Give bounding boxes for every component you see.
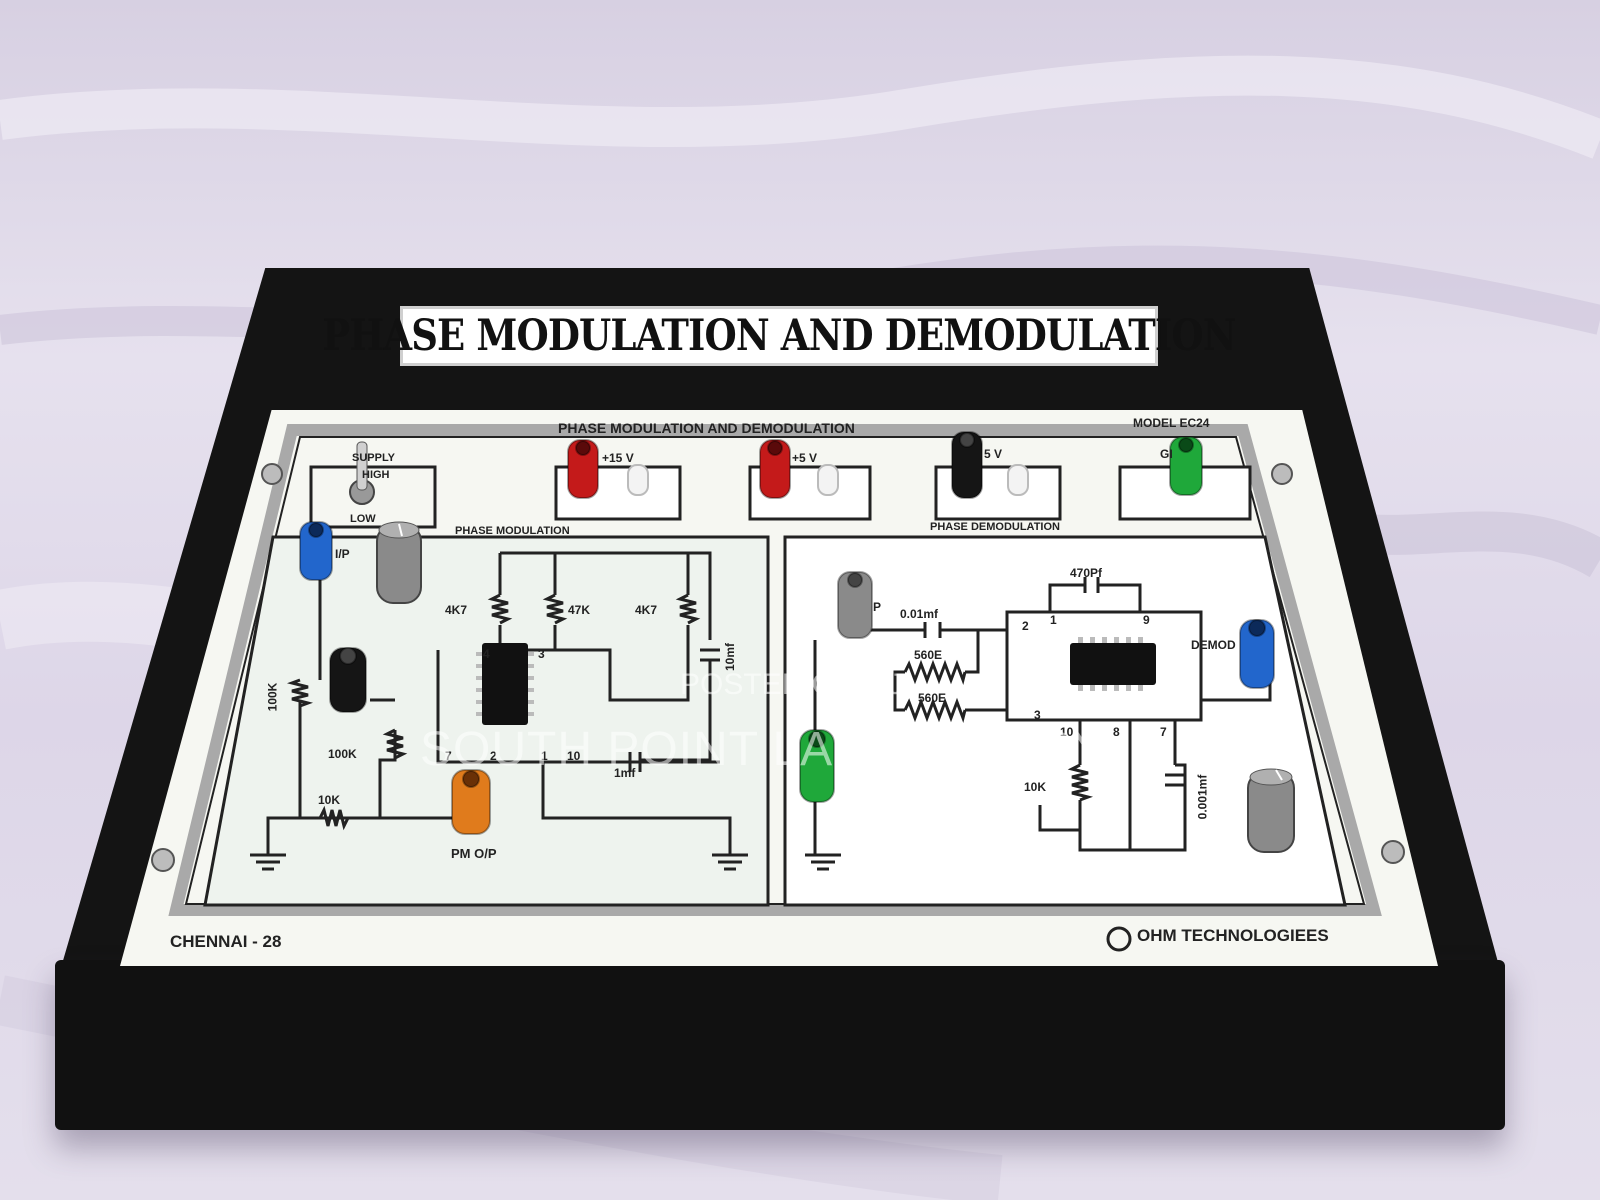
model-label: MODEL EC24: [1133, 416, 1210, 430]
jack-input[interactable]: [299, 521, 333, 581]
label-r2: 47K: [568, 603, 591, 617]
screw-top-right: [1271, 463, 1293, 485]
knob-mod-pot[interactable]: [376, 521, 422, 604]
mod-section-label: PHASE MODULATION: [455, 525, 570, 537]
pin-label: 3: [1034, 708, 1041, 722]
jack-plus15[interactable]: [567, 439, 599, 499]
pin-label: 7: [1160, 725, 1167, 739]
capacitor-001mf: [923, 622, 942, 638]
pin-label: 3: [538, 647, 545, 661]
resistor-10k: [318, 805, 350, 831]
title-plate: PHASE MODULATION AND DEMODULATION: [322, 306, 1237, 366]
ground-symbol-left: [250, 853, 286, 871]
knob-demod-pot[interactable]: [1247, 768, 1295, 853]
watermark-posted: POSTED ON JIJI: [680, 668, 912, 701]
jack-pm-input[interactable]: [837, 571, 873, 639]
resistor-4k7-b: [675, 593, 701, 625]
jack-demod-output[interactable]: [1239, 619, 1275, 689]
capacitor-0001mf: [1165, 773, 1185, 787]
pm-input-label: P: [873, 600, 882, 614]
input-label: I/P: [335, 547, 350, 561]
resistor-560e-a: [903, 659, 967, 686]
jack-pm-output[interactable]: [451, 769, 491, 835]
label-c3: 470Pf: [1070, 566, 1103, 580]
label-r1: 4K7: [445, 603, 468, 617]
title-plate-text: PHASE MODULATION AND DEMODULATION: [322, 311, 1236, 361]
pin-label: 10: [1060, 725, 1074, 739]
ground-symbol-demod: [805, 853, 841, 871]
demodulator-ic: [1070, 643, 1156, 685]
resistor-100k: [382, 728, 408, 760]
low-label: LOW: [350, 513, 376, 525]
screw-bottom-right: [1381, 840, 1405, 864]
capacitor-1mf: [628, 752, 642, 772]
pin-label: 2: [490, 749, 497, 763]
supply-toggle-switch[interactable]: [349, 441, 375, 505]
high-label: HIGH: [362, 469, 390, 481]
pin-label: 8: [1113, 725, 1120, 739]
jack-pot-wiper[interactable]: [329, 647, 367, 713]
capacitor-470pf: [1083, 577, 1100, 593]
supply-box: [309, 465, 437, 529]
pin-label: 1: [541, 749, 548, 763]
gnd-label: GI: [1160, 447, 1173, 461]
trainer-box-front: [55, 960, 1505, 1130]
label-r3: 4K7: [635, 603, 658, 617]
pin-label: 10: [567, 749, 581, 763]
ground-symbol-mid: [712, 853, 748, 871]
resistor-4k7-a: [487, 593, 513, 625]
pot-10k: [1067, 763, 1094, 802]
pot-100k: [286, 678, 314, 708]
led-minus5: [1007, 464, 1029, 496]
jack-gnd[interactable]: [1169, 436, 1203, 496]
plus5-label: +5 V: [792, 451, 818, 465]
watermark-laboratory: SOUTH POINT LABORATORY: [420, 723, 1106, 776]
capacitor-10mf: [700, 648, 720, 662]
modulator-ic: [482, 643, 528, 725]
pin-label: 2: [1022, 619, 1029, 633]
panel-header: PHASE MODULATION AND DEMODULATION: [558, 420, 855, 436]
supply-label: SUPPLY: [352, 452, 396, 464]
label-c4: 0.01mf: [900, 607, 939, 621]
label-r5: 10K: [318, 793, 341, 807]
jack-plus5[interactable]: [759, 439, 791, 499]
label-c1: 10mf: [723, 642, 738, 672]
label-r6: 560E: [914, 648, 943, 662]
screw-top-left: [261, 463, 283, 485]
label-r7: 560E: [918, 691, 947, 705]
ohm-logo: [1106, 926, 1132, 952]
label-c2: 1mf: [614, 766, 636, 780]
led-plus15: [627, 464, 649, 496]
minus5-label: 5 V: [984, 447, 1003, 461]
label-pot1: 100K: [265, 682, 280, 712]
pin-label: 7: [445, 749, 452, 763]
label-r4: 100K: [328, 747, 357, 761]
resistor-560e-b: [903, 697, 967, 724]
footer-location: CHENNAI - 28: [170, 932, 282, 951]
panel-frame: [168, 424, 1382, 916]
jack-minus5[interactable]: [951, 431, 983, 499]
plus15-label: +15 V: [602, 451, 634, 465]
label-c5: 0.001mf: [1195, 774, 1210, 820]
pin-label: 4: [483, 647, 490, 661]
pin-label: 1: [1050, 613, 1057, 627]
pm-output-label: PM O/P: [451, 846, 497, 861]
jack-demod-ground[interactable]: [799, 729, 835, 803]
resistor-47k: [542, 593, 568, 625]
pin-label: 9: [1143, 613, 1150, 627]
screw-bottom-left: [151, 848, 175, 872]
demod-section-label: PHASE DEMODULATION: [930, 521, 1060, 533]
label-pot2: 10K: [1024, 780, 1047, 794]
demod-output-label: DEMOD: [1191, 638, 1236, 652]
footer-brand: OHM TECHNOLOGIEES: [1137, 926, 1329, 945]
led-plus5: [817, 464, 839, 496]
